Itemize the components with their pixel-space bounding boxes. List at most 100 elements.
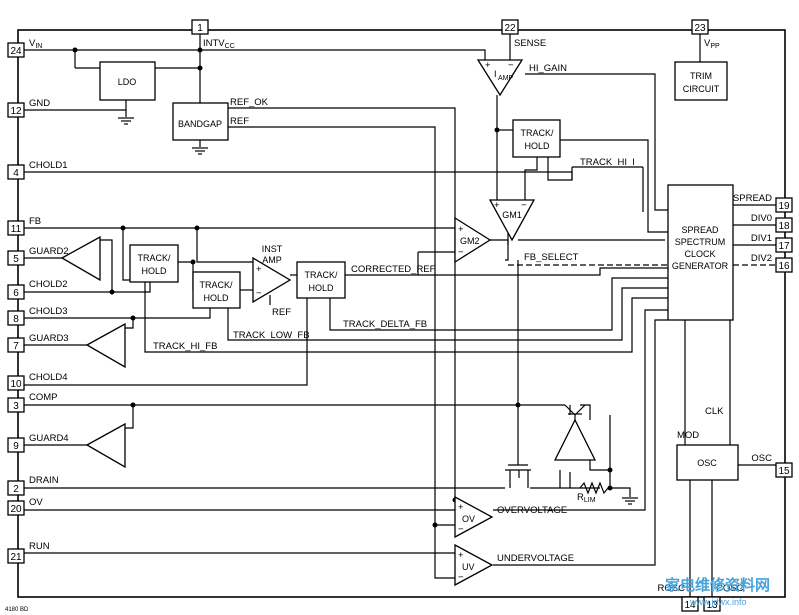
vin-sub: IN [35, 43, 42, 50]
pin-14: 14 [681, 596, 699, 612]
pin-number: 17 [778, 241, 790, 252]
track-hold-label: HOLD [308, 283, 334, 293]
pin-number: 22 [504, 23, 516, 34]
guard2-label: GUARD2 [29, 246, 69, 257]
pin-1: 1 [191, 19, 209, 35]
watermark-text: 家电维修资料网 [665, 576, 770, 594]
inst-amp-label-2: AMP [262, 255, 282, 265]
hi-gain-label: HI_GAIN [529, 63, 567, 74]
cosc-label: COSC [716, 583, 744, 594]
track-delta-fb-label: TRACK_DELTA_FB [343, 319, 427, 330]
osc-pin-label: OSC [751, 453, 772, 464]
pin-number: 16 [778, 261, 790, 272]
track-hold-label: HOLD [141, 266, 167, 276]
minus-sign: − [508, 60, 514, 71]
wires [24, 34, 776, 597]
ldo-block: LDO [99, 61, 156, 101]
trim-circuit-block: TRIM CIRCUIT [674, 61, 728, 101]
track-hold-block-1: TRACK/ HOLD [129, 244, 179, 283]
comp-label: COMP [29, 392, 58, 403]
pin-number: 14 [684, 600, 696, 611]
guard3-label: GUARD3 [29, 333, 69, 344]
iamp-amplifier: + − I AMP [476, 59, 524, 97]
pin-number: 10 [10, 379, 22, 390]
track-hold-block-2: TRACK/ HOLD [192, 271, 241, 309]
pin-number: 23 [694, 23, 706, 34]
div1-label: DIV1 [751, 233, 772, 244]
pin-number: 7 [13, 341, 19, 352]
guard4-buffer [85, 422, 126, 469]
pin-6: 6 [7, 284, 25, 300]
pin-number: 19 [778, 201, 790, 212]
ref-label: REF [230, 116, 249, 127]
figure-id: 4180 BD [5, 607, 29, 613]
rosc-label: ROSC [658, 583, 686, 594]
vin-label: VIN [29, 38, 42, 50]
sscg-label-4: GENERATOR [672, 261, 729, 271]
minus-sign: − [458, 572, 464, 583]
pin-12: 12 [7, 102, 25, 118]
junction-dots [72, 47, 613, 528]
rlim-sub: LIM [584, 497, 596, 504]
pin-number: 11 [11, 224, 22, 235]
watermark: 家电维修资料网 www.jdwx.info [665, 576, 770, 607]
pin-20: 20 [7, 500, 25, 516]
fb-select-label: FB_SELECT [524, 252, 579, 263]
pin-number: 24 [10, 46, 22, 57]
vpp-sub: PP [710, 43, 720, 50]
track-hold-label: TRACK/ [199, 280, 233, 290]
pin-19: 19 [775, 197, 793, 213]
chold1-label: CHOLD1 [29, 160, 68, 171]
guard4-label: GUARD4 [29, 433, 69, 444]
ground-symbol-bandgap [192, 147, 208, 155]
sscg-label-2: SPECTRUM [675, 237, 726, 247]
minus-sign: − [458, 524, 464, 535]
minus-sign: − [521, 200, 527, 211]
pin-number: 20 [10, 504, 22, 515]
bandgap-block: BANDGAP [172, 102, 229, 141]
gm2-amplifier: + − GM2 [454, 216, 492, 264]
pin-16: 16 [775, 257, 793, 273]
bandgap-label: BANDGAP [178, 119, 222, 129]
pin-3: 3 [7, 397, 25, 413]
signal-labels: REF_OK REF HI_GAIN TRACK_HI_I FB_SELECT … [153, 63, 724, 564]
drain-label: DRAIN [29, 475, 59, 486]
track-hold-block-top: TRACK/ HOLD [512, 119, 561, 158]
ldo-label: LDO [118, 77, 137, 87]
pin-number: 18 [778, 221, 790, 232]
spread-label: SPREAD [733, 193, 772, 204]
pin-23: 23 [691, 19, 709, 35]
track-hold-label: HOLD [524, 141, 550, 151]
ov-comparator: + − OV [454, 495, 494, 539]
run-label: RUN [29, 541, 50, 552]
pin-number: 9 [13, 441, 19, 452]
gm1-label: GM1 [502, 210, 522, 220]
intvcc-label: INTVCC [203, 38, 235, 50]
mosfet [505, 464, 531, 488]
pin-number: 12 [10, 106, 22, 117]
pin-10: 10 [7, 375, 25, 391]
npn-transistor [564, 404, 586, 416]
gm2-label: GM2 [460, 236, 480, 246]
pin-number: 6 [13, 288, 19, 299]
ref-ok-label: REF_OK [230, 97, 269, 108]
div0-label: DIV0 [751, 213, 772, 224]
pin-number: 3 [13, 401, 19, 412]
pin-number: 15 [778, 466, 790, 477]
pin-number: 5 [13, 254, 19, 265]
sense-label: SENSE [514, 38, 546, 49]
uv-label: UV [462, 562, 475, 572]
inst-amp-label-1: INST [262, 244, 283, 254]
pin-17: 17 [775, 237, 793, 253]
current-limit-amplifier [553, 418, 597, 461]
pin-13: 13 [703, 596, 721, 612]
plus-sign: + [485, 60, 491, 71]
plus-sign: + [256, 264, 262, 275]
track-hold-label: TRACK/ [137, 253, 171, 263]
pin-22: 22 [501, 19, 519, 35]
ref2-label: REF [272, 307, 291, 318]
pin-number: 2 [13, 484, 19, 495]
fb-label: FB [29, 216, 41, 227]
track-hold-label: TRACK/ [520, 128, 554, 138]
